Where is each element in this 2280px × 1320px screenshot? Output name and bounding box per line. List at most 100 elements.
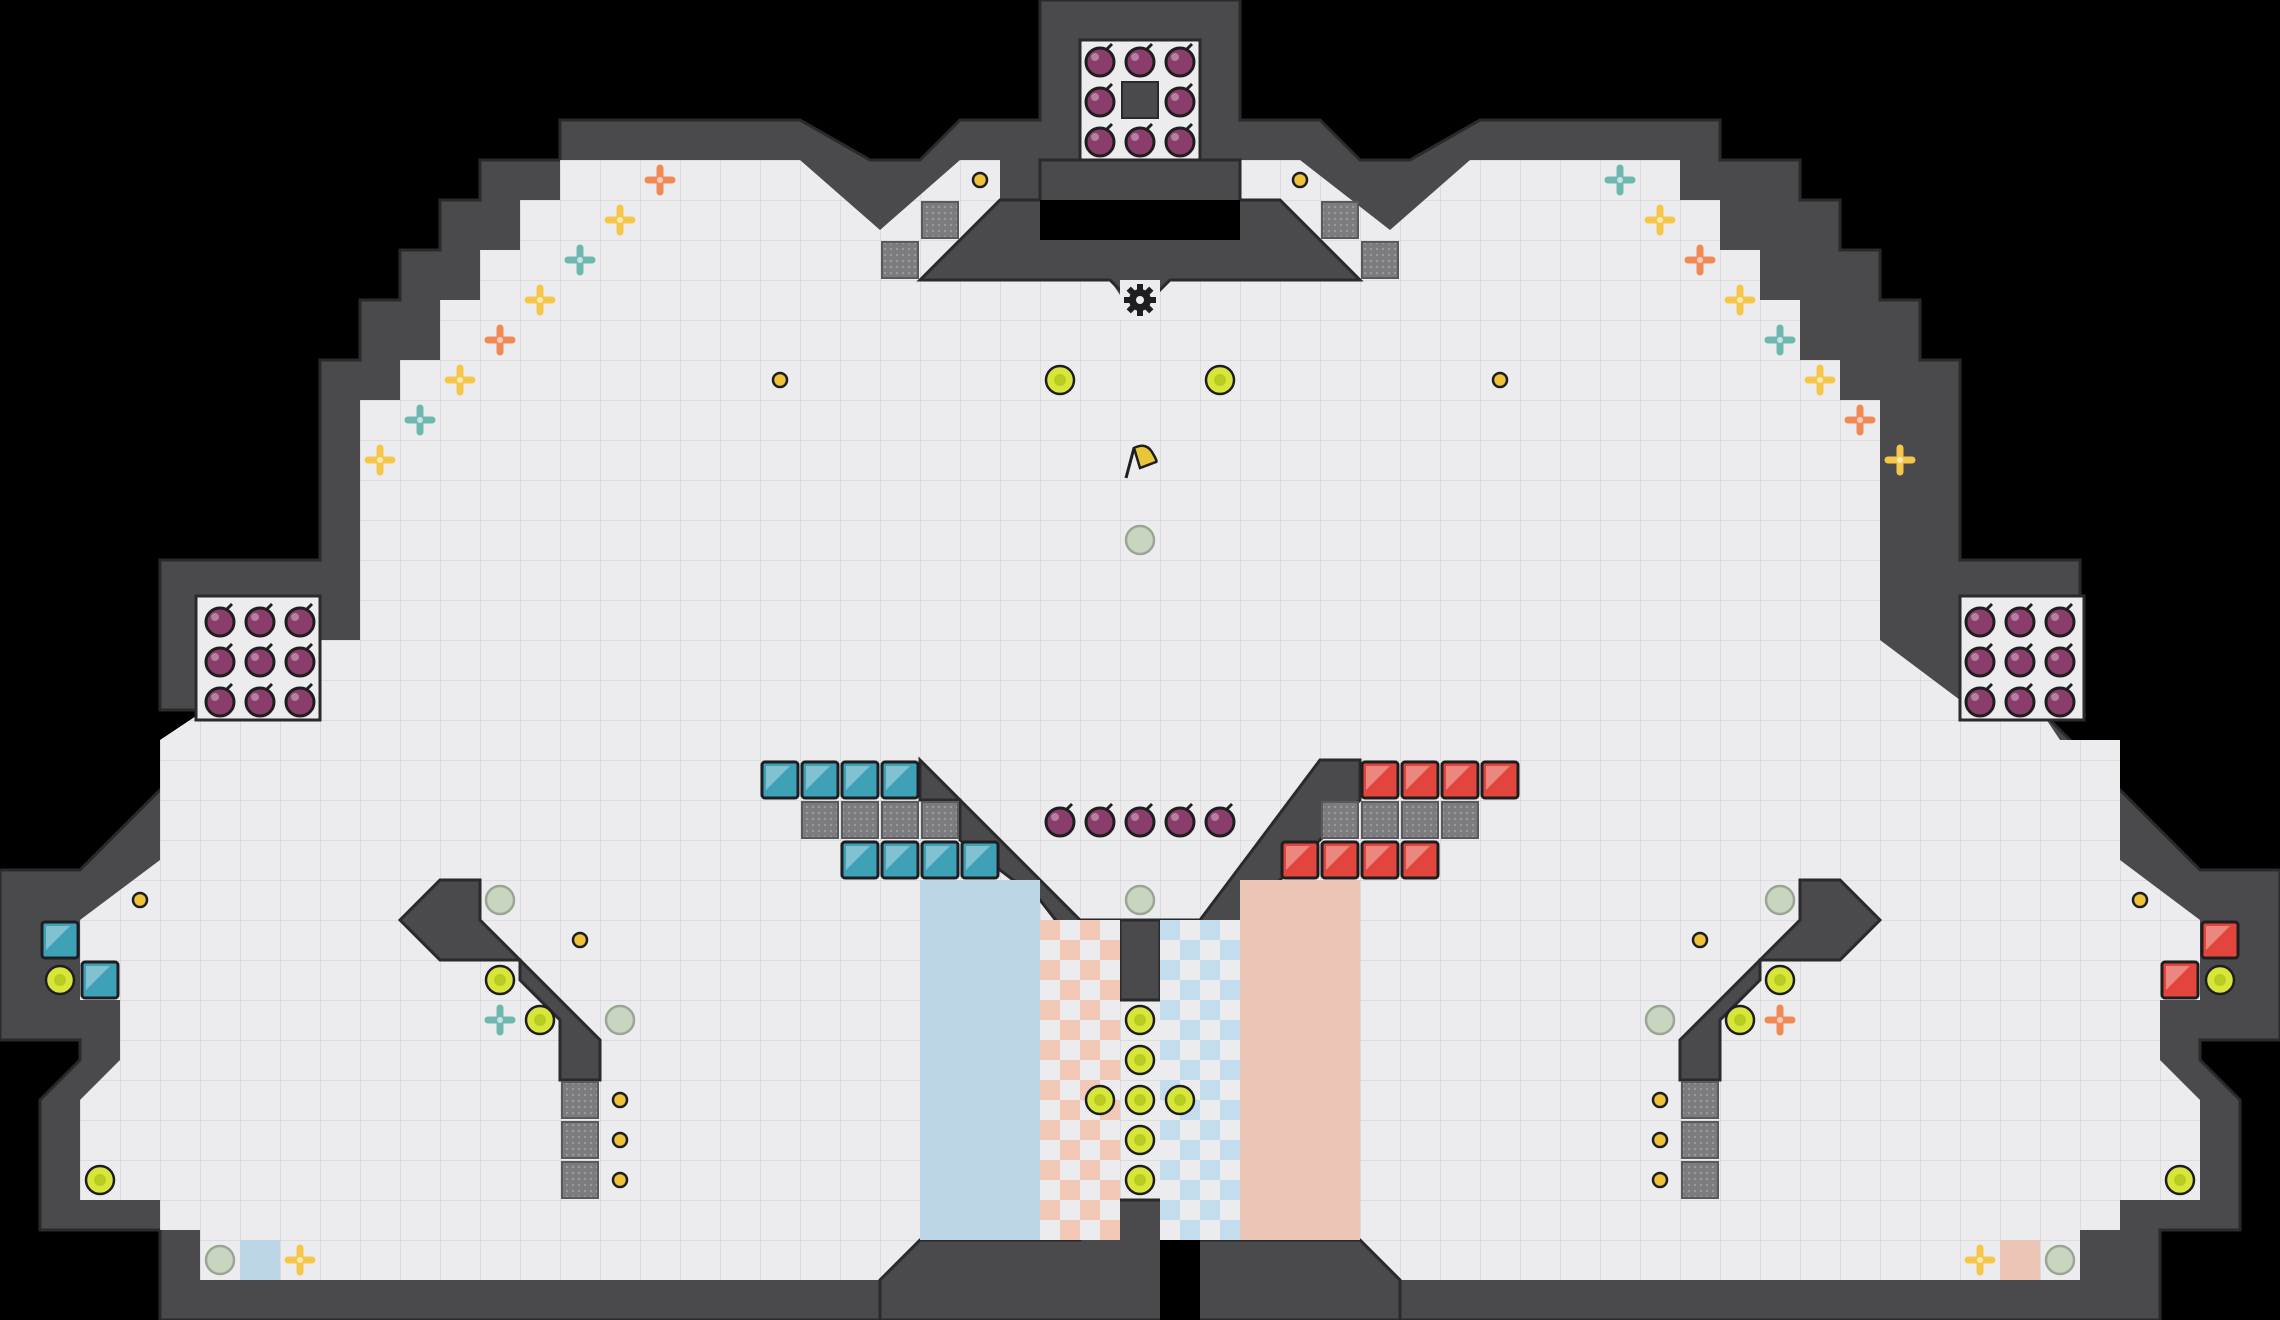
gray-block — [561, 1161, 599, 1199]
energy-orb-icon — [1124, 1084, 1156, 1116]
right-ledge — [1678, 878, 1883, 1082]
energy-orb-icon — [484, 884, 516, 916]
red-tile — [1480, 760, 1520, 800]
gray-block — [561, 1081, 599, 1119]
plus-boost-icon — [1604, 164, 1636, 196]
ceiling-gap — [1040, 200, 1240, 240]
bomb-icon — [1084, 42, 1116, 78]
team-zones — [240, 880, 2040, 1280]
bomb-icon — [2044, 642, 2076, 678]
energy-orb-icon — [1644, 1004, 1676, 1036]
energy-orb-icon — [1164, 1084, 1196, 1116]
energy-orb-icon — [1124, 1004, 1156, 1036]
red-spawn-tile — [2000, 1240, 2040, 1280]
energy-orb-icon — [1124, 884, 1156, 916]
coin-icon — [2131, 891, 2149, 909]
energy-orb-icon — [2164, 1164, 2196, 1196]
gray-block — [881, 801, 919, 839]
energy-orb-icon — [1124, 1164, 1156, 1196]
coin-icon — [1651, 1131, 1669, 1149]
gray-block — [881, 241, 919, 279]
energy-orb-icon — [1724, 1004, 1756, 1036]
bomb-icon — [1164, 42, 1196, 78]
gray-block — [1361, 241, 1399, 279]
coin-icon — [131, 891, 149, 909]
bomb-icon — [204, 602, 236, 638]
bomb-icon — [2044, 682, 2076, 718]
blue-tile — [960, 840, 1000, 880]
bomb-icon — [284, 602, 316, 638]
bomb-icon — [1124, 42, 1156, 78]
energy-orb-icon — [1764, 884, 1796, 916]
blue-tile — [840, 760, 880, 800]
bomb-icon — [1164, 802, 1196, 838]
gray-block — [1441, 801, 1479, 839]
energy-orb-icon — [1124, 1044, 1156, 1076]
energy-orb-icon — [1084, 1084, 1116, 1116]
blue-tile — [880, 840, 920, 880]
gray-block — [801, 801, 839, 839]
coin-icon — [971, 171, 989, 189]
coin-icon — [1691, 931, 1709, 949]
energy-orb-icon — [1124, 1124, 1156, 1156]
bomb-icon — [204, 642, 236, 678]
coin-icon — [1651, 1171, 1669, 1189]
plus-boost-icon — [404, 404, 436, 436]
blue-check-zone — [1160, 920, 1240, 1240]
bomb-icon — [1084, 82, 1116, 118]
blue-tile — [80, 960, 120, 1000]
red-tile — [1400, 840, 1440, 880]
energy-orb-icon — [1124, 524, 1156, 556]
red-tile — [1360, 840, 1400, 880]
bomb-icon — [2044, 602, 2076, 638]
coin-icon — [611, 1131, 629, 1149]
bomb-icon — [2004, 602, 2036, 638]
coin-icon — [611, 1091, 629, 1109]
energy-orb-icon — [524, 1004, 556, 1036]
blue-tile — [40, 920, 80, 960]
plus-boost-icon — [1804, 364, 1836, 396]
energy-orb-icon — [2044, 1244, 2076, 1276]
red-tile — [1320, 840, 1360, 880]
blue-tile — [880, 760, 920, 800]
red-tile — [1400, 760, 1440, 800]
red-zone — [1240, 880, 1360, 1240]
energy-orb-icon — [1204, 364, 1236, 396]
plus-boost-icon — [524, 284, 556, 316]
plus-boost-icon — [444, 364, 476, 396]
blue-tile — [760, 760, 800, 800]
coin-icon — [1491, 371, 1509, 389]
plus-boost-icon — [604, 204, 636, 236]
arena-floor — [80, 160, 2200, 1280]
coin-icon — [1291, 171, 1309, 189]
plus-boost-icon — [1724, 284, 1756, 316]
bomb-icon — [1044, 802, 1076, 838]
divider-stem — [1118, 918, 1162, 1002]
coin-icon — [571, 931, 589, 949]
bomb-icon — [1124, 802, 1156, 838]
bomb-icon — [284, 682, 316, 718]
red-tile — [2200, 920, 2240, 960]
red-tile — [2160, 960, 2200, 1000]
red-tile — [1360, 760, 1400, 800]
gray-block — [841, 801, 879, 839]
energy-orb-icon — [204, 1244, 236, 1276]
bomb-icon — [1084, 802, 1116, 838]
gray-block — [1681, 1161, 1719, 1199]
plus-boost-icon — [484, 1004, 516, 1036]
energy-orb-icon — [84, 1164, 116, 1196]
gray-block — [561, 1121, 599, 1159]
gray-block — [1321, 801, 1359, 839]
plus-boost-icon — [484, 324, 516, 356]
coin-icon — [611, 1171, 629, 1189]
energy-orb-icon — [604, 1004, 636, 1036]
energy-orb-icon — [1044, 364, 1076, 396]
energy-orb-icon — [1764, 964, 1796, 996]
bomb-icon — [2004, 642, 2036, 678]
plus-boost-icon — [1644, 204, 1676, 236]
blue-tile — [920, 840, 960, 880]
bomb-icon — [204, 682, 236, 718]
bomb-icon — [1964, 602, 1996, 638]
gray-block — [1321, 201, 1359, 239]
